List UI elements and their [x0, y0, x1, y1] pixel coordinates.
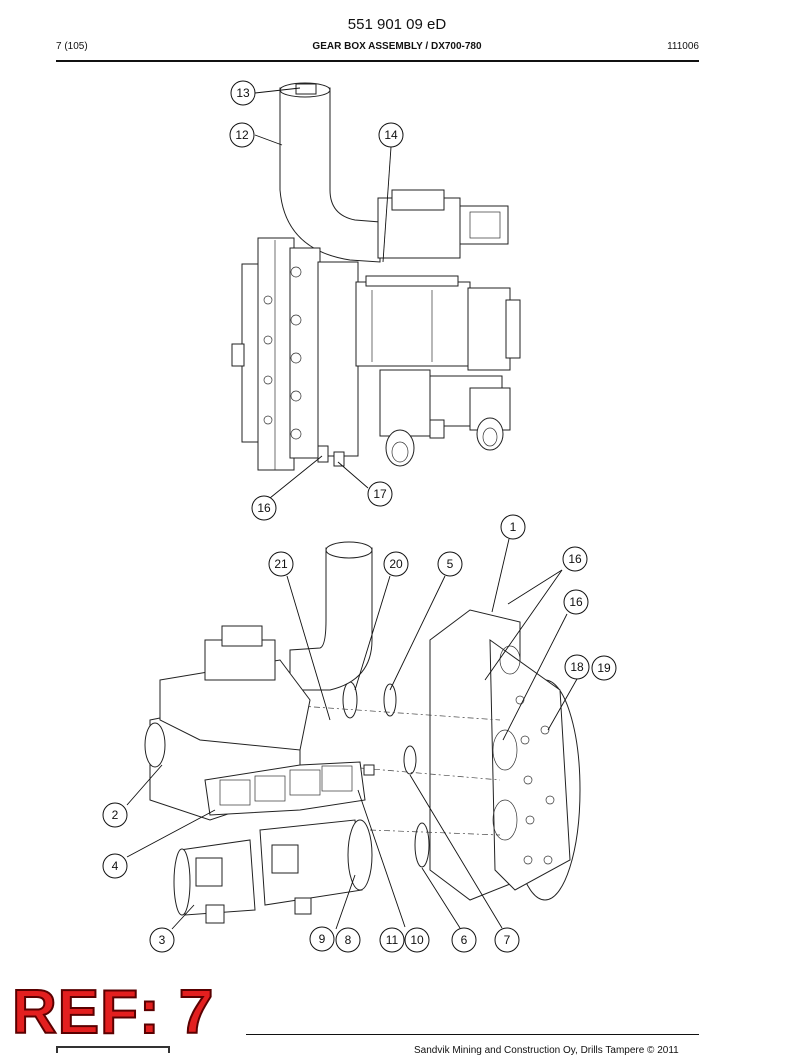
svg-text:17: 17: [373, 487, 387, 501]
svg-text:2: 2: [112, 808, 119, 822]
callout-18: 18: [564, 654, 590, 680]
callout-14: 14: [378, 122, 404, 148]
page-title: GEAR BOX ASSEMBLY / DX700-780: [312, 41, 482, 52]
callout-8: 8: [335, 927, 361, 953]
callout-13: 13: [230, 80, 256, 106]
svg-text:16: 16: [257, 501, 271, 515]
svg-text:9: 9: [319, 932, 326, 946]
footer-rule: [246, 1034, 699, 1035]
copyright-footer: Sandvik Mining and Construction Oy, Dril…: [414, 1045, 679, 1056]
svg-text:18: 18: [570, 660, 584, 674]
svg-text:13: 13: [236, 86, 250, 100]
svg-text:21: 21: [274, 557, 288, 571]
callout-12: 12: [229, 122, 255, 148]
svg-text:8: 8: [345, 933, 352, 947]
svg-text:16: 16: [568, 552, 582, 566]
callout-2: 2: [102, 802, 128, 828]
date-code: 111006: [667, 41, 699, 52]
callout-6: 6: [451, 927, 477, 953]
exploded-assembly-view: [144, 541, 581, 924]
assembled-gearbox-view: [231, 82, 521, 471]
housing-bolts: [515, 695, 555, 865]
svg-text:11: 11: [386, 933, 399, 947]
svg-text:5: 5: [447, 557, 454, 571]
svg-text:14: 14: [384, 128, 398, 142]
callout-19: 19: [591, 655, 617, 681]
leader-lines: [126, 87, 578, 930]
callout-17: 17: [367, 481, 393, 507]
svg-text:6: 6: [461, 933, 468, 947]
svg-text:3: 3: [159, 933, 166, 947]
callout-16-upper: 16: [562, 546, 588, 572]
svg-text:7: 7: [504, 933, 511, 947]
callout-5: 5: [437, 551, 463, 577]
flange-bolts: [263, 266, 302, 440]
svg-text:4: 4: [112, 859, 119, 873]
callout-7: 7: [494, 927, 520, 953]
header-rule: [56, 60, 699, 62]
svg-text:10: 10: [410, 933, 424, 947]
callout-21: 21: [268, 551, 294, 577]
callout-11: 11: [379, 927, 405, 953]
svg-text:12: 12: [235, 128, 249, 142]
svg-text:20: 20: [389, 557, 403, 571]
svg-text:1: 1: [510, 520, 517, 534]
document-number: 551 901 09 eD: [347, 16, 447, 33]
callout-16: 16: [251, 495, 277, 521]
company-logo: [56, 1046, 170, 1053]
callout-1: 1: [500, 514, 526, 540]
callout-10: 10: [404, 927, 430, 953]
callout-4: 4: [102, 853, 128, 879]
callout-16-lower: 16: [563, 589, 589, 615]
callout-3: 3: [149, 927, 175, 953]
callout-20: 20: [383, 551, 409, 577]
svg-text:19: 19: [597, 661, 611, 675]
callout-9: 9: [309, 926, 335, 952]
reference-stamp: REF: 7: [11, 978, 215, 1047]
svg-text:16: 16: [569, 595, 583, 609]
page-number: 7 (105): [56, 41, 88, 52]
